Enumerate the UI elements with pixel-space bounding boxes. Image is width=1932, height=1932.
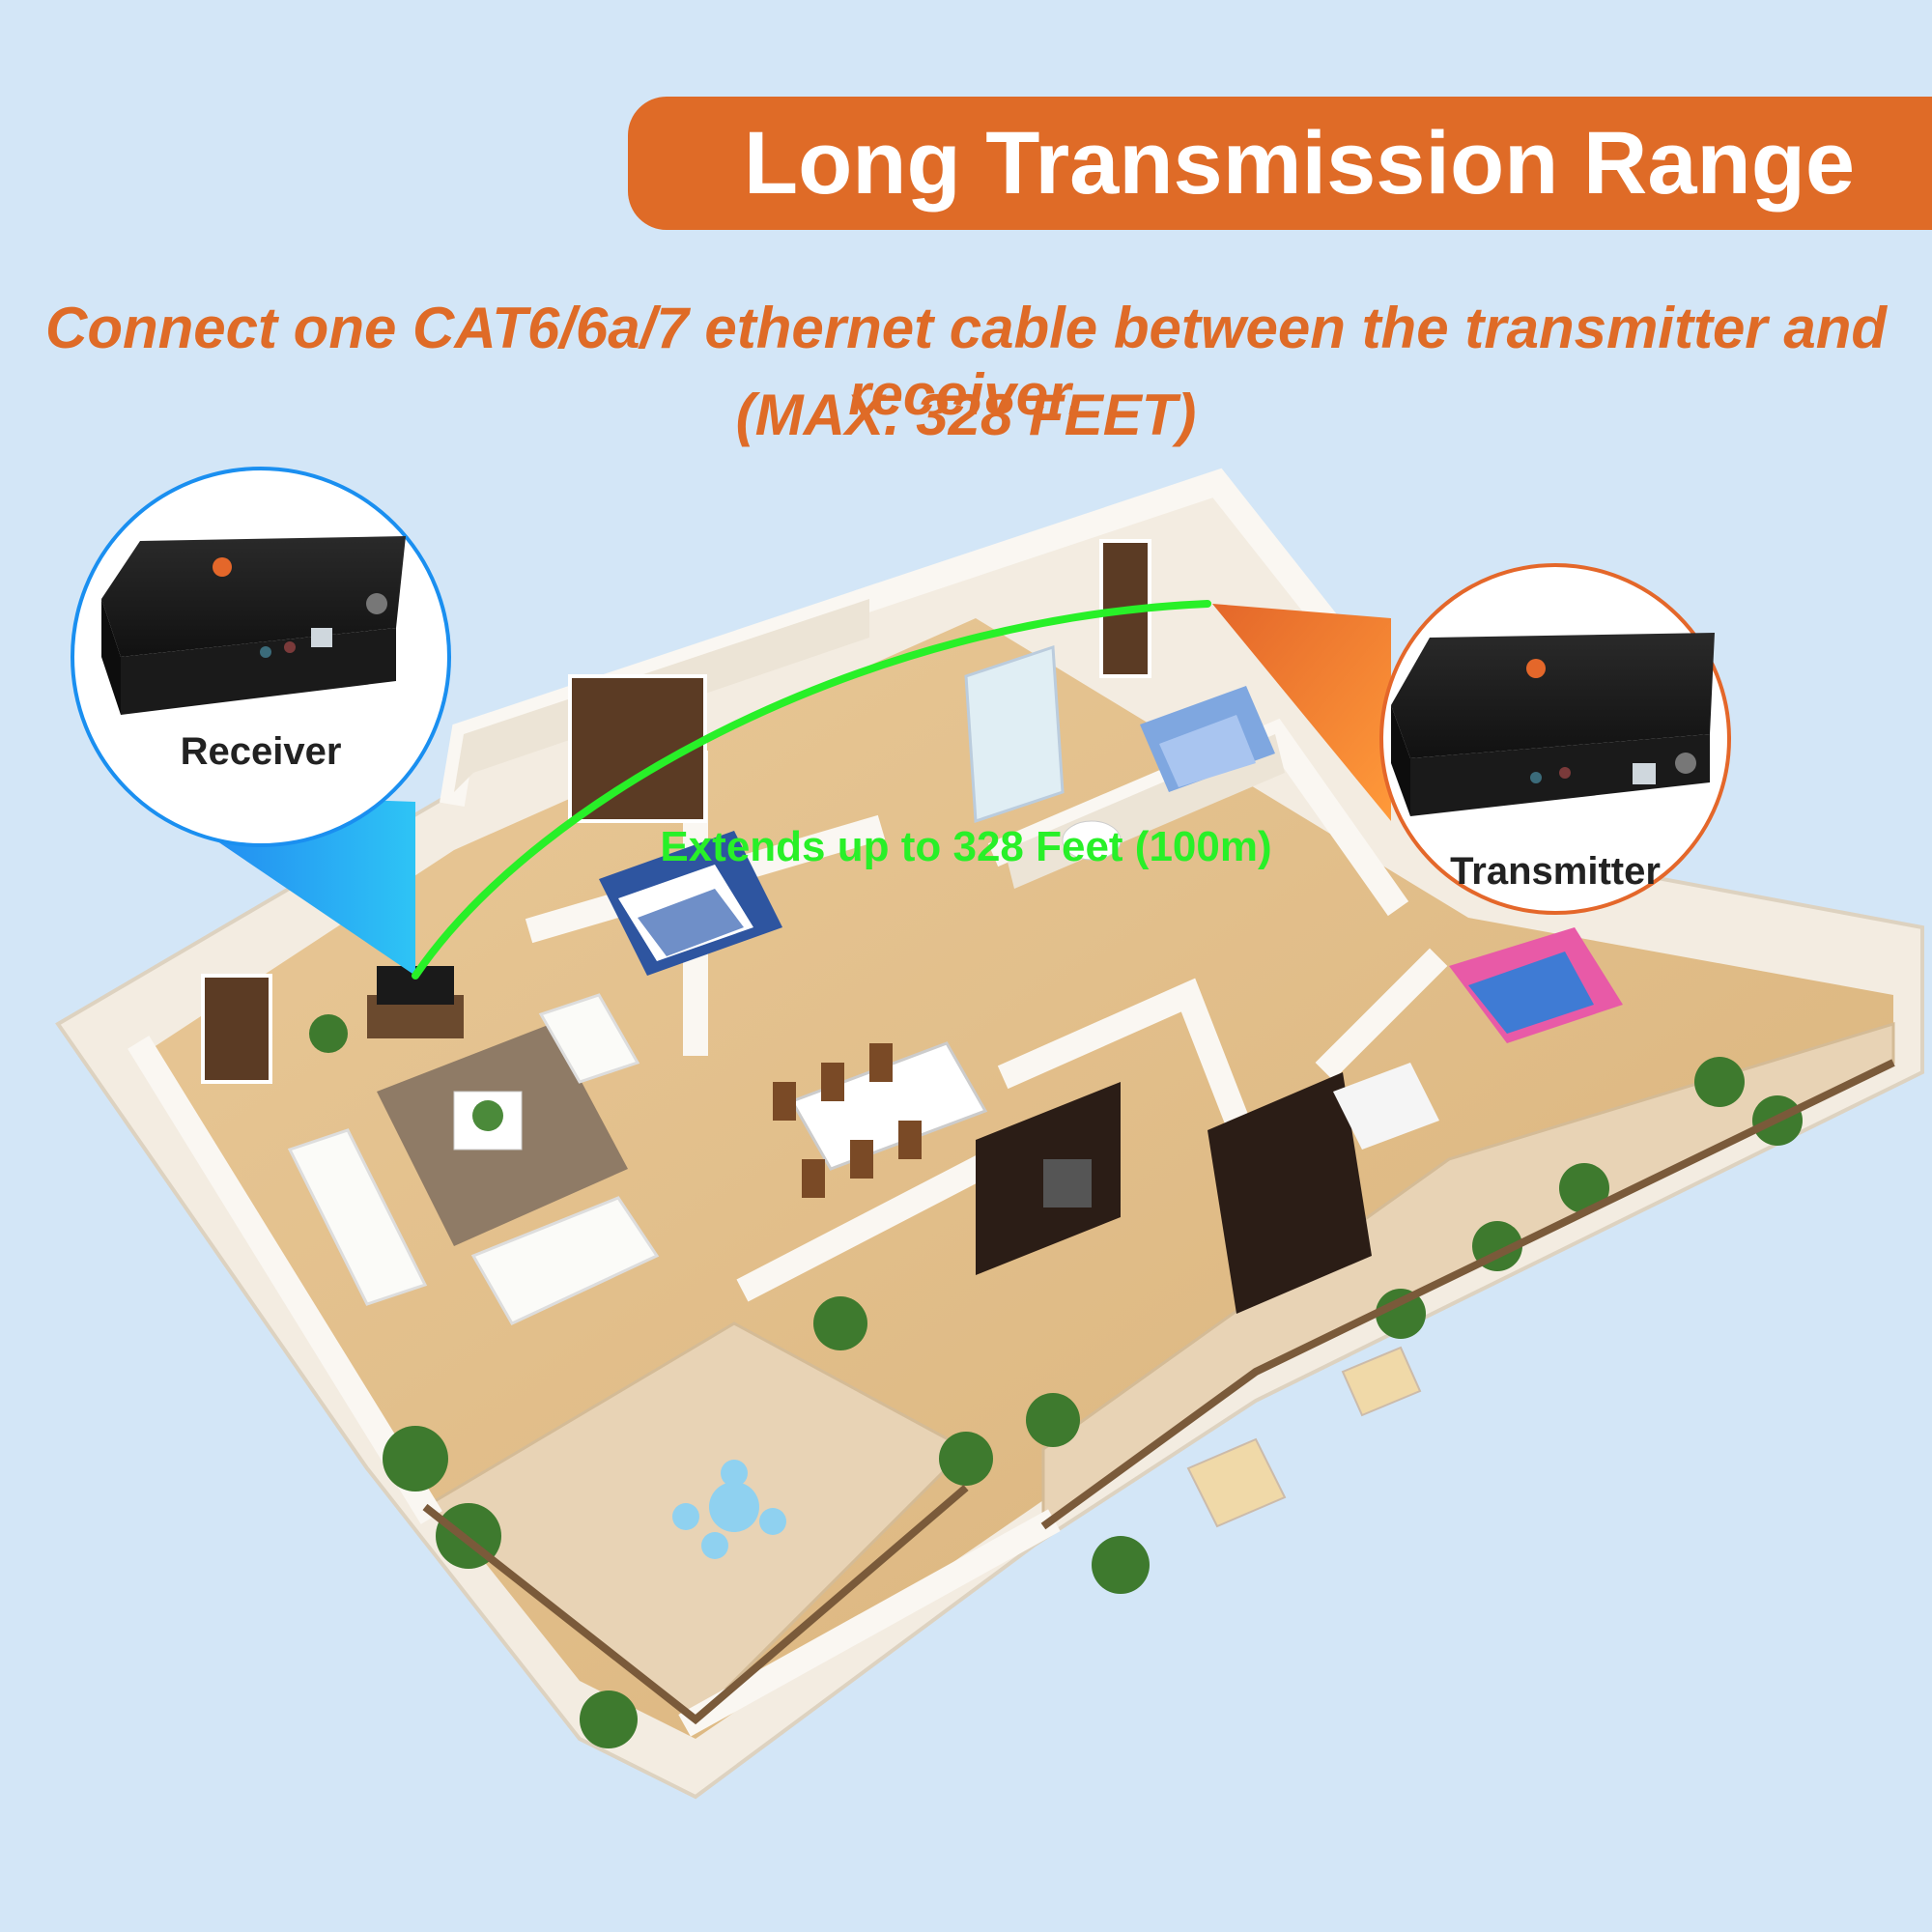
- living-room: [287, 966, 660, 1325]
- bedrooms: [599, 686, 1623, 1043]
- kitchen-dining: [773, 1041, 1439, 1314]
- balcony-furniture: [672, 1346, 1422, 1559]
- transmitter-label: Transmitter: [1450, 850, 1661, 893]
- title-banner: Long Transmission Range: [628, 97, 1932, 230]
- page-title: Long Transmission Range: [743, 114, 1856, 213]
- ethernet-cable-arc: [412, 600, 1211, 980]
- subtitle-max-distance: (MAX. 328 FEET): [735, 383, 1197, 447]
- subtitle-instruction: Connect one CAT6/6a/7 ethernet cable bet…: [45, 296, 1887, 427]
- receiver-device: [101, 536, 406, 715]
- receiver-label: Receiver: [180, 730, 342, 773]
- transmitter-device: [1391, 633, 1715, 816]
- bathroom: [964, 644, 1122, 861]
- balcony-railings: [422, 1059, 1895, 1725]
- distance-label: Extends up to 328 Feet (100m): [660, 823, 1272, 870]
- transmitter-beam: [1212, 604, 1391, 821]
